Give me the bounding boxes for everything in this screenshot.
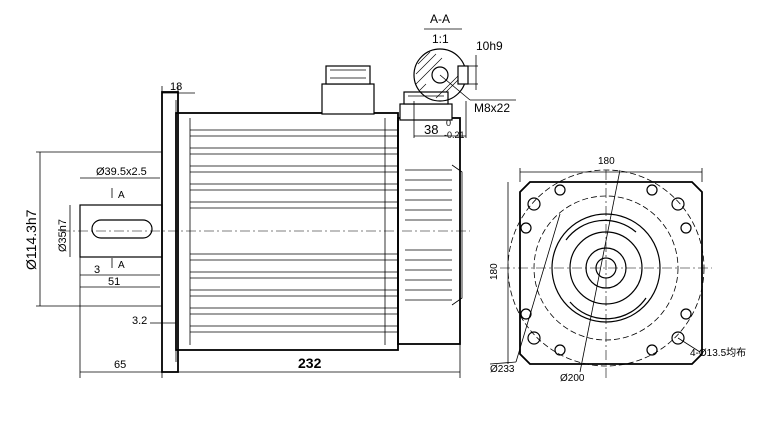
- section-title: A-A: [430, 12, 450, 26]
- height-label: 180: [489, 263, 500, 280]
- spigot-depth-label: 3.2: [132, 315, 147, 327]
- cooling-fins: [189, 118, 398, 345]
- shaft-fit-label: Ø35h7: [57, 219, 69, 252]
- depth-label: 38: [424, 122, 438, 137]
- flange-thickness-label: 18: [170, 81, 182, 93]
- encoder-connector: [399, 91, 453, 121]
- depth-lower-tol: -0.21: [444, 130, 465, 140]
- holes-label: 4-Ø13.5均布: [690, 347, 746, 359]
- depth-upper-tol: 0: [446, 118, 451, 128]
- flange-outline: [519, 181, 703, 365]
- key-offset-label: 3: [94, 264, 100, 276]
- shaft-length-label: 65: [114, 359, 126, 371]
- side-view: 18 Ø39.5x2.5 A Ø114.3h7 Ø35h7 A 3 51 3.2…: [23, 65, 470, 378]
- keyway: [91, 219, 153, 239]
- section-mark-a-bottom: A: [118, 260, 125, 271]
- pcd-label: Ø233: [490, 364, 515, 375]
- section-scale: 1:1: [432, 32, 449, 46]
- section-mark-a-top: A: [118, 190, 125, 201]
- section-key: [457, 65, 469, 85]
- shaft-chamfer-label: Ø39.5x2.5: [96, 166, 147, 178]
- front-view: 180 180 Ø233 Ø200 4-Ø13.5均布: [489, 156, 746, 384]
- body-length-label: 232: [298, 355, 322, 371]
- thread-label: M8x22: [474, 101, 510, 115]
- section-a-a: A-A 1:1 10h9 M8x22 38 0 -0.21: [413, 12, 516, 140]
- power-connector: [321, 65, 375, 115]
- spigot-dia-label: Ø114.3h7: [23, 209, 39, 270]
- motor-body: [175, 112, 399, 351]
- key-length-label: 51: [108, 276, 120, 288]
- key-width-label: 10h9: [476, 39, 503, 53]
- width-label: 180: [598, 156, 615, 167]
- mounting-holes: [520, 184, 692, 356]
- spigot-label: Ø200: [560, 373, 585, 384]
